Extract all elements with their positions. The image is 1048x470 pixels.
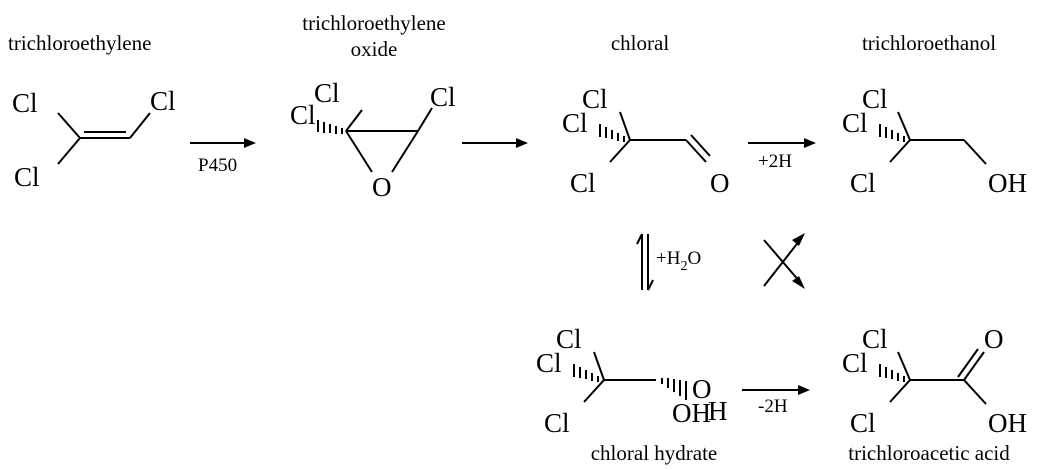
bond <box>889 139 911 163</box>
label-chloral-hydrate: chloral hydrate <box>591 441 718 465</box>
bond <box>685 139 707 163</box>
structure-chloral-hydrate: Cl Cl Cl O H OH <box>536 324 728 438</box>
atom-oh: OH <box>988 168 1027 198</box>
crossed-arrows <box>763 233 805 289</box>
label-trichloroacetic-acid: trichloroacetic acid <box>848 441 1010 465</box>
equilibrium-arrow-hydration: +H2O <box>636 233 701 291</box>
structure-chloral: Cl Cl Cl O <box>562 84 730 198</box>
atom-cl: Cl <box>842 348 868 378</box>
atom-cl: Cl <box>562 108 588 138</box>
atom-oh: OH <box>672 398 711 428</box>
reagent-minus-2h: -2H <box>758 396 788 417</box>
atom-oh: OH <box>988 408 1027 438</box>
label-trichloroethylene: trichloroethylene <box>8 31 151 55</box>
atom-cl: Cl <box>314 78 340 108</box>
structure-trichloroethanol: Cl Cl Cl OH <box>842 84 1027 198</box>
atom-o: O <box>710 168 730 198</box>
atom-cl: Cl <box>570 168 596 198</box>
hashed-wedge <box>879 364 905 382</box>
label-trichloroethylene-oxide-line2: oxide <box>351 37 398 61</box>
atom-cl: Cl <box>430 82 456 112</box>
atom-cl: Cl <box>556 324 582 354</box>
atom-cl: Cl <box>582 84 608 114</box>
atom-cl: Cl <box>14 162 40 192</box>
bond-double <box>690 134 711 157</box>
bond <box>129 112 151 139</box>
label-trichloroethanol: trichloroethanol <box>862 31 996 55</box>
label-chloral: chloral <box>611 31 669 55</box>
bond <box>57 137 81 165</box>
arrow-p450: P450 <box>190 138 256 176</box>
atom-cl: Cl <box>536 348 562 378</box>
reagent-plus-h2o: +H2O <box>656 248 701 274</box>
bond <box>583 379 605 403</box>
arrow-reduction: +2H <box>748 138 816 172</box>
bond <box>391 130 419 173</box>
hashed-wedge <box>599 124 625 142</box>
atom-cl: Cl <box>150 86 176 116</box>
atom-cl: Cl <box>850 168 876 198</box>
hashed-wedge <box>317 120 343 134</box>
bond <box>345 130 373 173</box>
bond <box>619 111 631 141</box>
bond <box>897 351 911 381</box>
reagent-plus-2h: +2H <box>758 151 792 172</box>
atom-o: O <box>692 374 712 404</box>
bond <box>963 379 987 405</box>
arrow-rearrangement <box>462 138 528 148</box>
bond <box>963 351 985 381</box>
structure-trichloroethylene: Cl Cl Cl <box>12 86 176 192</box>
structure-trichloroethylene-oxide: Cl Cl Cl O <box>290 78 456 202</box>
atom-cl: Cl <box>850 408 876 438</box>
hashed-wedge <box>573 364 599 382</box>
bond-double <box>957 348 979 378</box>
bond <box>889 379 911 403</box>
atom-cl: Cl <box>862 84 888 114</box>
bond <box>609 139 631 163</box>
hashed-wedge <box>879 124 905 142</box>
label-trichloroethylene-oxide-line1: trichloroethylene <box>302 11 445 35</box>
arrow-oxidation: -2H <box>742 385 810 417</box>
atom-h: H <box>708 396 728 426</box>
bond <box>963 139 987 165</box>
atom-cl: Cl <box>290 100 316 130</box>
bond <box>897 111 911 141</box>
atom-cl: Cl <box>862 324 888 354</box>
bond <box>417 107 433 132</box>
bond <box>593 351 605 381</box>
hashed-wedge <box>661 378 687 400</box>
atom-o: O <box>984 324 1004 354</box>
atom-cl: Cl <box>544 408 570 438</box>
bond <box>57 112 81 139</box>
atom-cl: Cl <box>842 108 868 138</box>
atom-cl: Cl <box>12 88 38 118</box>
bond <box>345 109 363 132</box>
structure-trichloroacetic-acid: Cl Cl Cl O OH <box>842 324 1027 438</box>
atom-o: O <box>372 172 392 202</box>
reagent-p450: P450 <box>198 155 237 176</box>
